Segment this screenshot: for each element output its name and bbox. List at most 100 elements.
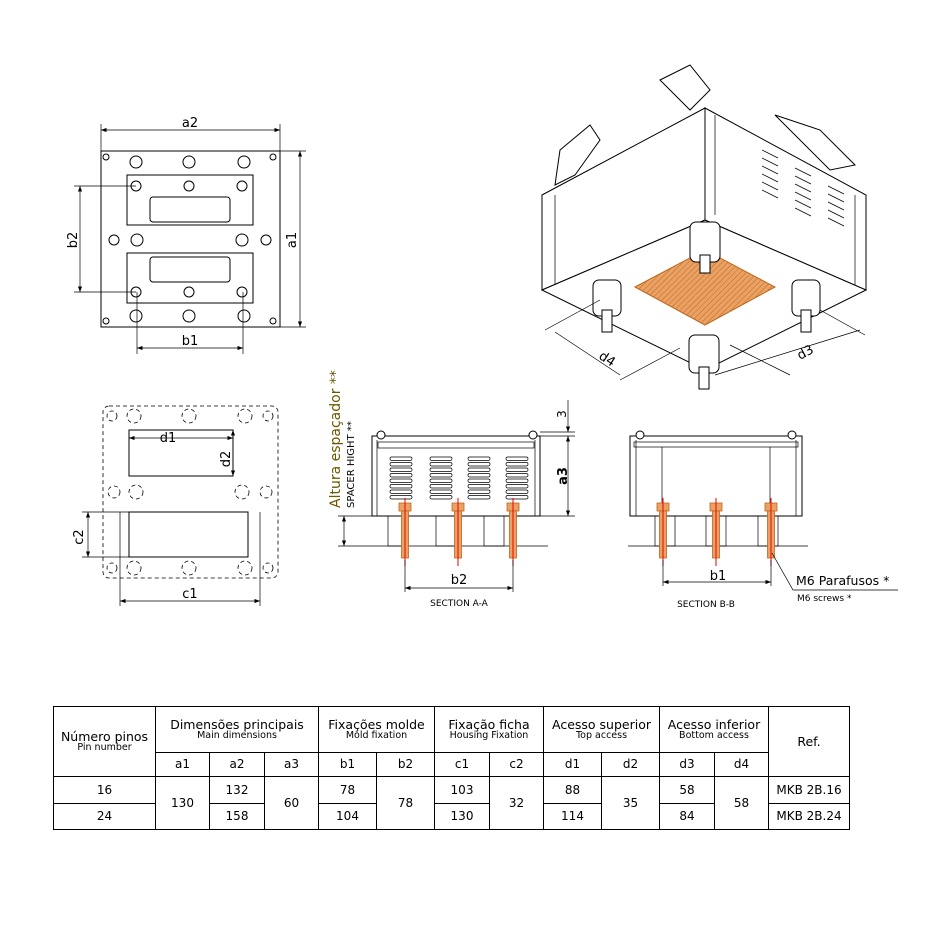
- vent-slot: [389, 462, 413, 467]
- dim-d4-label: d4: [596, 349, 618, 371]
- vent-slot: [429, 484, 453, 489]
- vent-slot: [505, 495, 529, 500]
- vent-slot: [467, 489, 491, 494]
- vent-slot: [505, 467, 529, 472]
- vent-slot: [467, 484, 491, 489]
- cell-ref: MKB 2B.24: [768, 803, 850, 830]
- cell-d3: 84: [659, 803, 715, 830]
- copper-block: [633, 249, 777, 326]
- vent-slot: [467, 456, 491, 461]
- vent-slot: [467, 467, 491, 472]
- dim-c1-label: c1: [182, 587, 197, 602]
- cell-a2: 158: [209, 803, 265, 830]
- vent-slot: [467, 473, 491, 478]
- cell-c1: 103: [434, 776, 490, 804]
- vent-slot: [429, 467, 453, 472]
- isometric-view: d4 d3: [540, 64, 868, 390]
- col-d4: d4: [714, 752, 769, 777]
- col-d1: d1: [543, 752, 602, 777]
- vent-slot: [467, 495, 491, 500]
- vent-slot: [389, 467, 413, 472]
- vent-slot: [389, 478, 413, 483]
- cell-d1: 88: [543, 776, 602, 804]
- section-a-a: a3 3 b2 SECTION A-A Altura espaçador ** …: [328, 370, 575, 609]
- dim-b1-section-label: b1: [710, 569, 727, 584]
- vent-slot: [505, 456, 529, 461]
- top-view: a2 a1 b2 b1: [66, 116, 306, 354]
- cell-pins: 24: [53, 803, 156, 830]
- vent-slot: [429, 473, 453, 478]
- dim-d3-label: d3: [795, 343, 817, 364]
- vent-slot: [505, 473, 529, 478]
- cell-c1: 130: [434, 803, 490, 830]
- spacer-height-pt-label: Altura espaçador **: [328, 370, 344, 508]
- cell-ref: MKB 2B.16: [768, 776, 850, 804]
- vent-slot: [505, 478, 529, 483]
- vent-slot: [505, 489, 529, 494]
- vent-slot: [389, 456, 413, 461]
- vent-slot: [505, 462, 529, 467]
- vent-slot: [429, 495, 453, 500]
- header-ref: Ref.: [768, 706, 850, 777]
- cell-c2: 32: [489, 776, 544, 830]
- col-b2: b2: [376, 752, 435, 777]
- spacer-height-en-label: SPACER HIGHT **: [346, 421, 357, 508]
- cell-d3: 58: [659, 776, 715, 804]
- vent-slot: [467, 478, 491, 483]
- col-d2: d2: [601, 752, 660, 777]
- vent-slot: [429, 478, 453, 483]
- col-a3: a3: [264, 752, 319, 777]
- section-a-title: SECTION A-A: [430, 599, 489, 609]
- dim-b1-label: b1: [182, 334, 199, 349]
- section-b-b: b1 SECTION B-B M6 Parafusos * M6 screws …: [628, 430, 898, 610]
- col-a1: a1: [155, 752, 210, 777]
- vent-slot: [467, 462, 491, 467]
- col-c1: c1: [434, 752, 490, 777]
- dim-3-label: 3: [555, 410, 569, 418]
- vent-slot: [389, 489, 413, 494]
- col-b1: b1: [318, 752, 377, 777]
- cell-b2: 78: [376, 776, 435, 830]
- screws-pt-label: M6 Parafusos *: [796, 573, 889, 588]
- table-subheader-row: a1 a2 a3 b1 b2 c1 c2 d1 d2 d3 d4: [54, 752, 850, 777]
- table-row: 24 158 104 130 114 84 MKB 2B.24: [53, 803, 850, 830]
- dim-c2-label: c2: [72, 529, 87, 544]
- dim-a1-label: a1: [285, 232, 300, 248]
- cell-b1: 104: [318, 803, 377, 830]
- dim-d2-label: d2: [219, 451, 234, 468]
- col-c2: c2: [489, 752, 544, 777]
- vent-slot: [429, 456, 453, 461]
- col-a2: a2: [209, 752, 265, 777]
- vent-slot: [389, 495, 413, 500]
- cell-d2: 35: [601, 776, 660, 830]
- cell-d4: 58: [714, 776, 769, 830]
- cell-a1: 130: [155, 776, 210, 830]
- col-d3: d3: [659, 752, 715, 777]
- bottom-view: d1 d2 c2 c1: [72, 405, 279, 606]
- vent-slot: [389, 484, 413, 489]
- cell-pins: 16: [53, 776, 156, 804]
- vent-slot: [389, 473, 413, 478]
- vent-slot: [429, 489, 453, 494]
- top-plate: [100, 150, 281, 328]
- cell-b1: 78: [318, 776, 377, 804]
- vent-slot: [505, 484, 529, 489]
- dim-d1-label: d1: [160, 431, 177, 446]
- dim-a3-label: a3: [556, 467, 571, 485]
- screws-en-label: M6 screws *: [797, 594, 852, 604]
- dim-b2-label: b2: [66, 232, 81, 249]
- dim-a2-label: a2: [182, 116, 198, 131]
- section-b-title: SECTION B-B: [677, 600, 735, 610]
- vent-slot: [429, 462, 453, 467]
- cell-d1: 114: [543, 803, 602, 830]
